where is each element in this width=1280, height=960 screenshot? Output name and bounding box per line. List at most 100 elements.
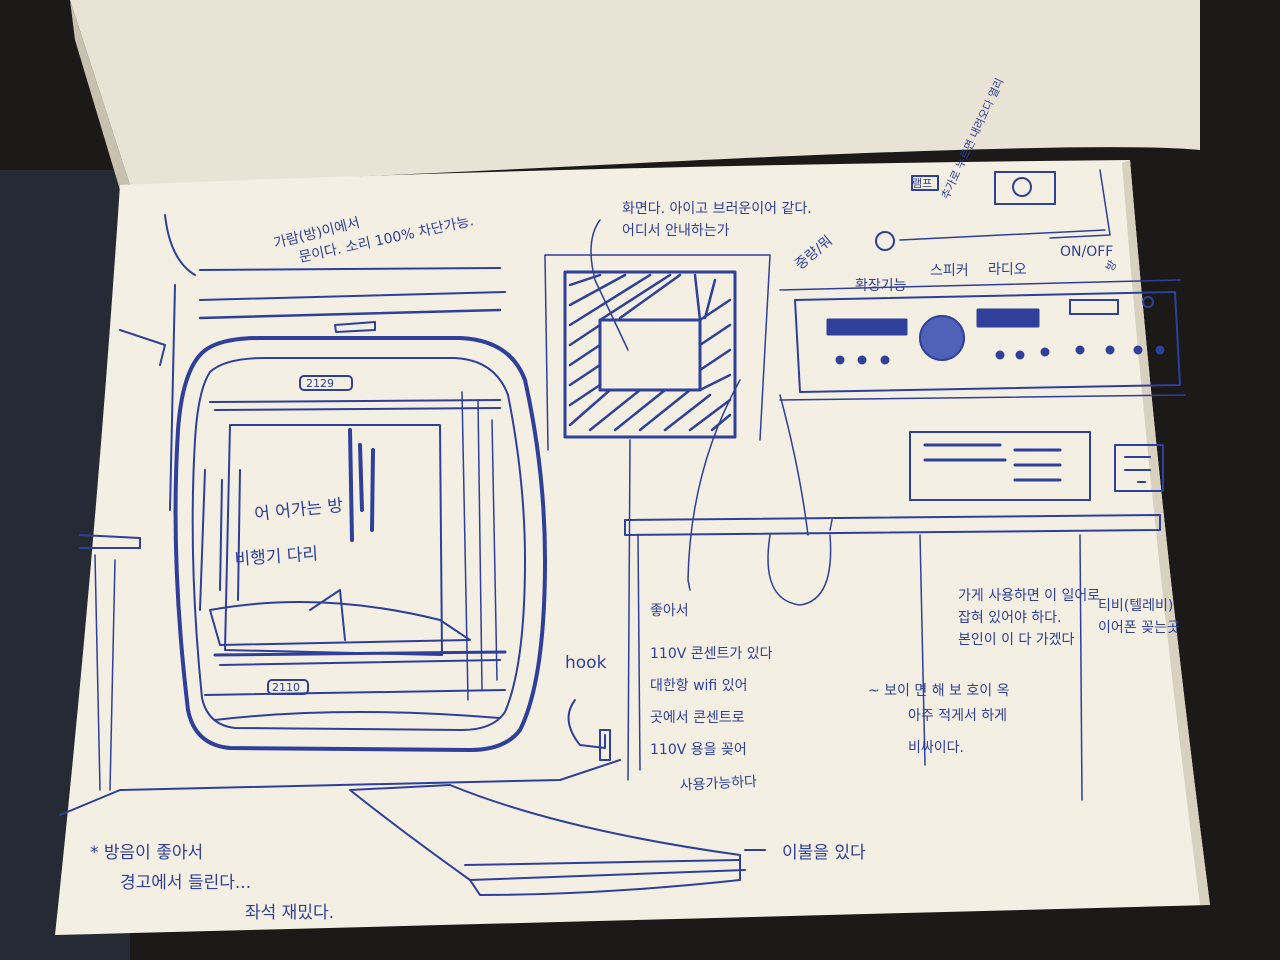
note-right-5: 아주 적게서 하게 <box>908 708 1007 724</box>
ceiling-line <box>164 214 196 276</box>
note-light: 램프 <box>912 177 932 190</box>
left-wall <box>169 284 176 511</box>
control-panel <box>794 291 1181 393</box>
panel-slot <box>826 318 908 336</box>
note-panel-3: 라디오 <box>988 262 1027 278</box>
left-wall <box>94 554 116 791</box>
wall-panel-lines <box>923 443 1062 482</box>
left-wall <box>79 534 141 549</box>
pointer-line <box>627 439 631 781</box>
window-line <box>214 407 501 411</box>
note-far-right-2: 이어폰 꽂는곳 <box>1098 620 1180 636</box>
ceiling-unit <box>994 171 1056 205</box>
note-right-1: 가게 사용하면 이 일어로 <box>958 588 1100 604</box>
frame-bottom-label: 2110 <box>272 681 300 694</box>
panel-knob <box>1133 345 1143 355</box>
headphone-panel <box>1114 444 1164 492</box>
frame-top-label-box <box>299 375 353 391</box>
seatback-top <box>624 514 1161 536</box>
shade-marks <box>348 428 375 542</box>
wall-panel <box>909 431 1091 501</box>
note-center-2: 110V 콘센트가 있다 <box>650 646 773 662</box>
panel-knob <box>1015 350 1025 360</box>
pointer-line <box>590 219 629 351</box>
page-edge-shadow <box>1122 160 1210 905</box>
note-panel-2: 스피커 <box>930 263 969 279</box>
note-bottom-right: 이불을 있다 <box>782 843 866 863</box>
upper-page <box>70 0 1200 185</box>
blanket-fold <box>464 859 746 881</box>
panel-knob <box>1075 345 1085 355</box>
ceiling-light <box>334 321 376 333</box>
note-bottom-left-3: 좌석 재밌다. <box>245 903 334 923</box>
ceiling-line <box>199 267 501 271</box>
window-line <box>209 399 501 403</box>
monitor-wall <box>544 254 771 441</box>
panel-knob <box>835 355 845 365</box>
ceiling-line <box>198 308 502 320</box>
light-box <box>911 175 939 191</box>
floor-line <box>59 759 621 816</box>
ceiling-line <box>899 169 1111 241</box>
note-hook: hook <box>565 653 607 673</box>
headphone-panel-lines <box>1124 456 1151 483</box>
radio-slot <box>976 308 1040 328</box>
note-center-4: 곳에서 콘센트로 <box>650 710 745 726</box>
hook-knob <box>599 729 611 761</box>
note-far-right-1: 티비(텔레비) <box>1098 598 1173 614</box>
note-bottom-left-1: * 방음이 좋아서 <box>90 843 203 863</box>
monitor-screen <box>598 318 702 392</box>
control-panel-edge <box>779 279 1186 401</box>
onoff-switch <box>1069 299 1119 315</box>
note-center-3: 대한항 wifi 있어 <box>650 678 747 694</box>
note-panel-1: 확장기능 <box>855 278 907 294</box>
note-right-6: 비싸이다. <box>908 740 964 756</box>
note-top-center-1: 화면다. 아이고 브러운이어 같다. <box>622 201 812 217</box>
note-right-3: 본인이 이 다 가겠다 <box>958 632 1075 648</box>
window-line <box>204 689 506 696</box>
note-onoff: ON/OFF <box>1060 244 1113 260</box>
window-sill <box>213 650 507 657</box>
frame-top-label: 2129 <box>306 377 334 390</box>
note-top-center-2: 어디서 안내하는가 <box>622 223 730 239</box>
note-bottom-left-2: 경고에서 들린다... <box>120 873 251 893</box>
seat-hook-curve <box>767 534 832 606</box>
speaker-grille <box>919 315 965 361</box>
upper-page-edge <box>70 0 130 190</box>
window-line <box>199 469 241 611</box>
window-line <box>214 710 501 721</box>
arrow-line <box>779 394 809 536</box>
panel-knob <box>880 355 890 365</box>
wing-shape <box>209 601 471 646</box>
window-pane <box>224 424 443 656</box>
ink-drawing <box>59 169 1186 896</box>
phone-jack <box>875 231 895 251</box>
note-center-1: 좋아서 <box>650 603 689 619</box>
note-center-5: 110V 용을 꽂어 <box>650 742 747 758</box>
panel-knob <box>1142 296 1154 308</box>
seatback-line <box>637 519 1083 801</box>
note-right-2: 잡혀 있어야 하다. <box>958 610 1062 626</box>
hook-shape <box>567 699 606 749</box>
monitor-wall <box>544 254 549 451</box>
panel-knob <box>1040 347 1050 357</box>
monitor-hatching <box>568 273 732 432</box>
panel-knob <box>1155 345 1165 355</box>
left-wall <box>119 329 166 366</box>
window-line <box>461 391 498 701</box>
ceiling-line <box>199 291 506 301</box>
window-sill <box>219 659 501 666</box>
window-frame-outer <box>173 336 547 752</box>
panel-knob <box>857 355 867 365</box>
note-right-4: ~ 보이 면 해 보 호이 옥 <box>868 683 1010 699</box>
arrow-line <box>687 379 741 591</box>
panel-knob <box>995 350 1005 360</box>
note-center-6: 사용가능하다 <box>679 774 757 794</box>
monitor-frame <box>563 270 737 439</box>
wing-shape <box>309 589 346 641</box>
ceiling-vent <box>1012 177 1032 197</box>
panel-knob <box>1105 345 1115 355</box>
sketch-page <box>55 160 1210 935</box>
window-frame-inner <box>191 357 526 731</box>
